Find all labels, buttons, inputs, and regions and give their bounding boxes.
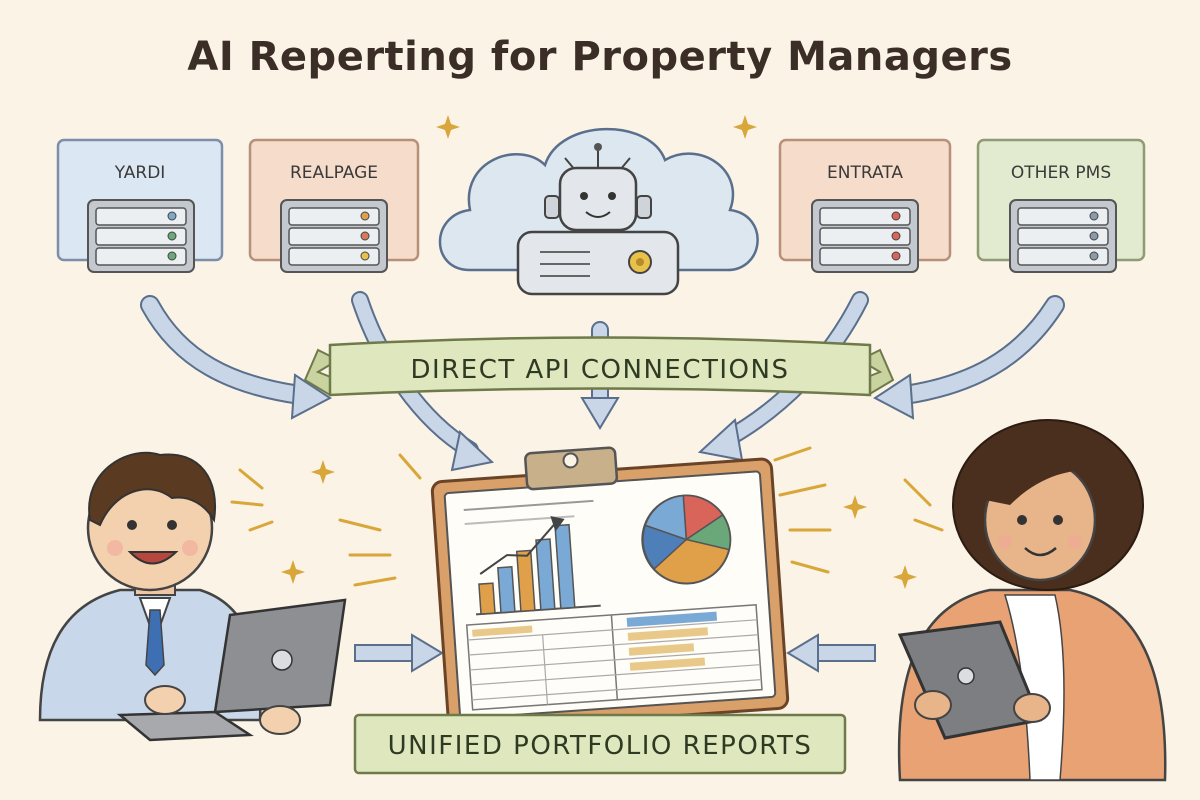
source-yardi: YARDI [56,138,224,273]
clipboard-report-icon [430,446,790,733]
sparkle-strokes [230,446,944,587]
arrow-laptop-to-report [354,633,444,673]
source-entrata-label: ENTRATA [827,163,903,183]
server-icon [811,199,919,273]
banner-unified-reports: UNIFIED PORTFOLIO REPORTS [353,713,847,775]
person-left-with-laptop [38,451,347,742]
data-table-icon [465,604,763,711]
server-icon [87,199,195,273]
laptop-icon [116,598,347,742]
pie-chart-icon [641,494,732,585]
source-yardi-label: YARDI [114,163,166,183]
banner-direct-api: DIRECT API CONNECTIONS [303,336,895,397]
arrow-yardi-to-banner [140,295,332,420]
source-entrata: ENTRATA [778,138,952,273]
arrow-tablet-to-report [786,633,876,673]
source-realpage: REALPAGE [248,138,420,273]
source-realpage-label: REALPAGE [290,163,378,183]
source-other-pms: OTHER PMS [976,138,1146,273]
server-icon [1009,199,1117,273]
bar-chart-icon [475,515,601,616]
page-title: AI Reperting for Property Managers [187,34,1013,80]
sparkle-icon [281,115,917,589]
arrow-other-to-banner [873,295,1065,420]
person-right-with-tablet [897,419,1167,782]
banner-unified-reports-label: UNIFIED PORTFOLIO REPORTS [388,731,813,761]
server-icon [280,199,388,273]
banner-direct-api-label: DIRECT API CONNECTIONS [411,355,790,385]
ai-robot-icon [516,143,680,296]
source-other-pms-label: OTHER PMS [1011,163,1111,183]
